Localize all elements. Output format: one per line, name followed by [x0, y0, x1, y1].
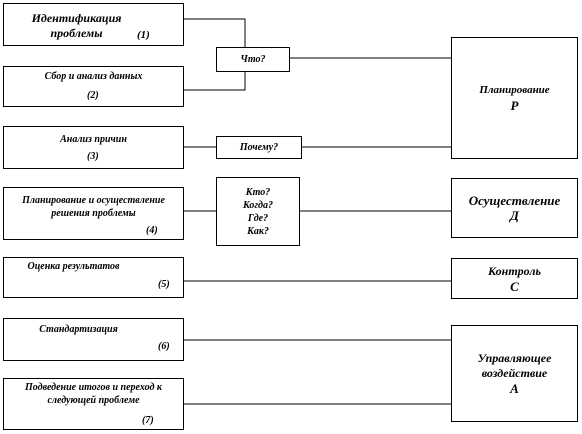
pdca-check-box: Контроль C [451, 258, 578, 299]
pdca-check-label: Контроль [487, 263, 542, 278]
step-3-number: (3) [87, 151, 99, 162]
step-7-box: Подведение итогов и переход к следующей … [3, 378, 184, 430]
question-why: Почему? [239, 142, 279, 153]
pdca-act-label: Управляющее воздействие [477, 351, 552, 380]
question-where: Где? [247, 212, 269, 224]
step-5-number: (5) [158, 279, 170, 290]
step-1-box: Идентификация проблемы (1) [3, 3, 184, 46]
question-how: Как? [247, 225, 269, 237]
step-6-title: Стандартизация [39, 324, 118, 335]
step-3-box: Анализ причин (3) [3, 126, 184, 169]
step-6-box: Стандартизация (6) [3, 318, 184, 361]
connector-step2-what [184, 72, 246, 91]
step-3-title: Анализ причин [60, 134, 127, 145]
step-5-box: Оценка результатов (5) [3, 257, 184, 298]
step-5-title: Оценка результатов [27, 261, 120, 272]
step-4-box: Планирование и осуществление решения про… [3, 187, 184, 240]
step-2-box: Сбор и анализ данных (2) [3, 66, 184, 107]
pdca-do-label: Осуществление [468, 193, 561, 208]
step-4-number: (4) [146, 225, 158, 236]
question-who: Кто? [245, 186, 271, 198]
step-6-number: (6) [158, 341, 170, 352]
pdca-act-letter: A [510, 381, 519, 396]
question-who-when-where-how-box: Кто? Когда? Где? Как? [216, 177, 300, 246]
pdca-do-box: Осуществление Д [451, 178, 578, 238]
connector-step1-what [184, 18, 246, 47]
pdca-plan-label: Планирование [479, 84, 550, 96]
step-7-title: Подведение итогов и переход к следующей … [25, 382, 162, 406]
step-1-title: Идентификация проблемы [31, 11, 122, 40]
question-what-box: Что? [216, 47, 290, 72]
step-1-number: (1) [137, 29, 150, 41]
pdca-do-letter: Д [510, 208, 519, 223]
pdca-act-box: Управляющее воздействие A [451, 325, 578, 422]
step-4-title: Планирование и осуществление решения про… [22, 195, 165, 219]
step-2-title: Сбор и анализ данных [44, 71, 143, 82]
pdca-plan-letter: P [510, 98, 519, 113]
question-when: Когда? [242, 199, 274, 211]
step-2-number: (2) [87, 90, 99, 101]
step-7-number: (7) [142, 415, 154, 426]
pdca-check-letter: C [510, 278, 519, 294]
pdca-plan-box: Планирование P [451, 37, 578, 159]
question-why-box: Почему? [216, 136, 302, 159]
question-what: Что? [240, 54, 266, 65]
